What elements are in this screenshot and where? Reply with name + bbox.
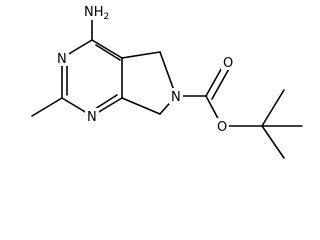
boc-group xyxy=(175,63,303,159)
atom-n-bottom: N xyxy=(85,108,99,125)
bond-c4-c4a xyxy=(91,39,123,59)
o-ester-label: O xyxy=(217,120,227,135)
pyrimidine-ring xyxy=(61,39,123,117)
atom-nh2: NH2 xyxy=(82,2,110,22)
n-ring-label: N xyxy=(171,90,181,105)
svg-text:NH2: NH2 xyxy=(84,5,109,22)
atom-n-top: N xyxy=(55,50,69,67)
bond-carbonyl-c-o-inner xyxy=(211,66,231,100)
bond-c4a-c5 xyxy=(121,51,161,59)
nh2-subscript: 2 xyxy=(104,12,110,22)
bond-c2-methyl xyxy=(31,97,63,117)
bond-c7-c7a xyxy=(121,97,161,115)
nh2-label: NH xyxy=(84,5,104,20)
n-bottom-label: N xyxy=(87,110,97,125)
o-carbonyl-label: O xyxy=(223,56,233,71)
pyrrolidine-ring xyxy=(121,51,177,115)
atom-n-ring: N xyxy=(169,88,183,105)
atom-o-carbonyl: O xyxy=(221,54,235,71)
atom-o-ester: O xyxy=(215,118,229,135)
molecule-structure: NH2 N N N O O xyxy=(31,2,303,159)
n-top-label: N xyxy=(57,52,67,67)
bond-cq-methyl-bottom xyxy=(261,125,285,159)
bond-c4-c4a-inner xyxy=(95,44,121,61)
bond-cq-methyl-top xyxy=(261,89,285,127)
bond-c7a-n1-inner xyxy=(94,94,118,110)
